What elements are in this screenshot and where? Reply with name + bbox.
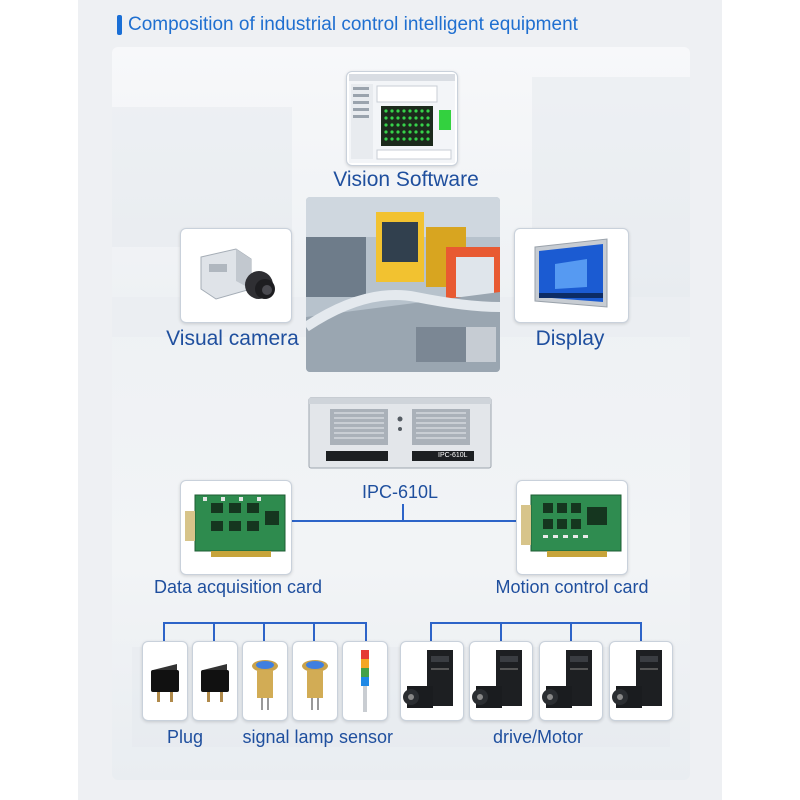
- connector-right-drop-3: [570, 622, 572, 642]
- visual-camera-card: [180, 228, 292, 323]
- signal-lamp-image-1: [242, 641, 288, 721]
- ipc-model-badge: IPC-610L: [438, 452, 468, 459]
- plug-image-1: [142, 641, 188, 721]
- servo-drive-image-3: [539, 641, 603, 721]
- vision-software-label: Vision Software: [333, 168, 479, 191]
- plug-label: Plug: [166, 727, 204, 747]
- connector-right-drop-4: [640, 622, 642, 642]
- factory-photo: [306, 197, 500, 372]
- connector-right-drop-1: [430, 622, 432, 642]
- connector-left-drop-2: [213, 622, 215, 642]
- connector-cards-horizontal: [290, 520, 516, 522]
- drive-motor-label: drive/Motor: [492, 727, 584, 747]
- connector-left-drop-4: [313, 622, 315, 642]
- display-label: Display: [535, 327, 605, 350]
- servo-drive-image-2: [469, 641, 533, 721]
- industrial-pc-icon: IPC-610L: [308, 397, 492, 469]
- data-acquisition-card-image: [180, 480, 292, 575]
- sensor-stack-light-image: [342, 641, 388, 721]
- sensor-label: sensor: [338, 727, 394, 747]
- signal-lamp-image-2: [292, 641, 338, 721]
- motion-control-label: Motion control card: [495, 577, 649, 597]
- connector-left-drop-3: [263, 622, 265, 642]
- visual-camera-label: Visual camera: [166, 327, 299, 350]
- signal-lamp-label: signal lamp: [242, 727, 334, 747]
- ipc-label: IPC-610L: [361, 482, 439, 502]
- plug-image-2: [192, 641, 238, 721]
- connector-right-bus: [430, 622, 642, 624]
- page-title: Composition of industrial control intell…: [128, 14, 578, 35]
- connector-left-drop-5: [365, 622, 367, 642]
- connector-left-bus: [163, 622, 367, 624]
- servo-drive-image-1: [400, 641, 464, 721]
- connector-left-drop-1: [163, 622, 165, 642]
- display-card: [514, 228, 629, 323]
- connector-right-drop-2: [500, 622, 502, 642]
- title-accent-bar: [117, 15, 122, 35]
- connector-ipc-down: [402, 504, 404, 522]
- vision-software-screenshot: [346, 71, 458, 166]
- servo-drive-image-4: [609, 641, 673, 721]
- motion-control-card-image: [516, 480, 628, 575]
- data-acquisition-label: Data acquisition card: [153, 577, 323, 597]
